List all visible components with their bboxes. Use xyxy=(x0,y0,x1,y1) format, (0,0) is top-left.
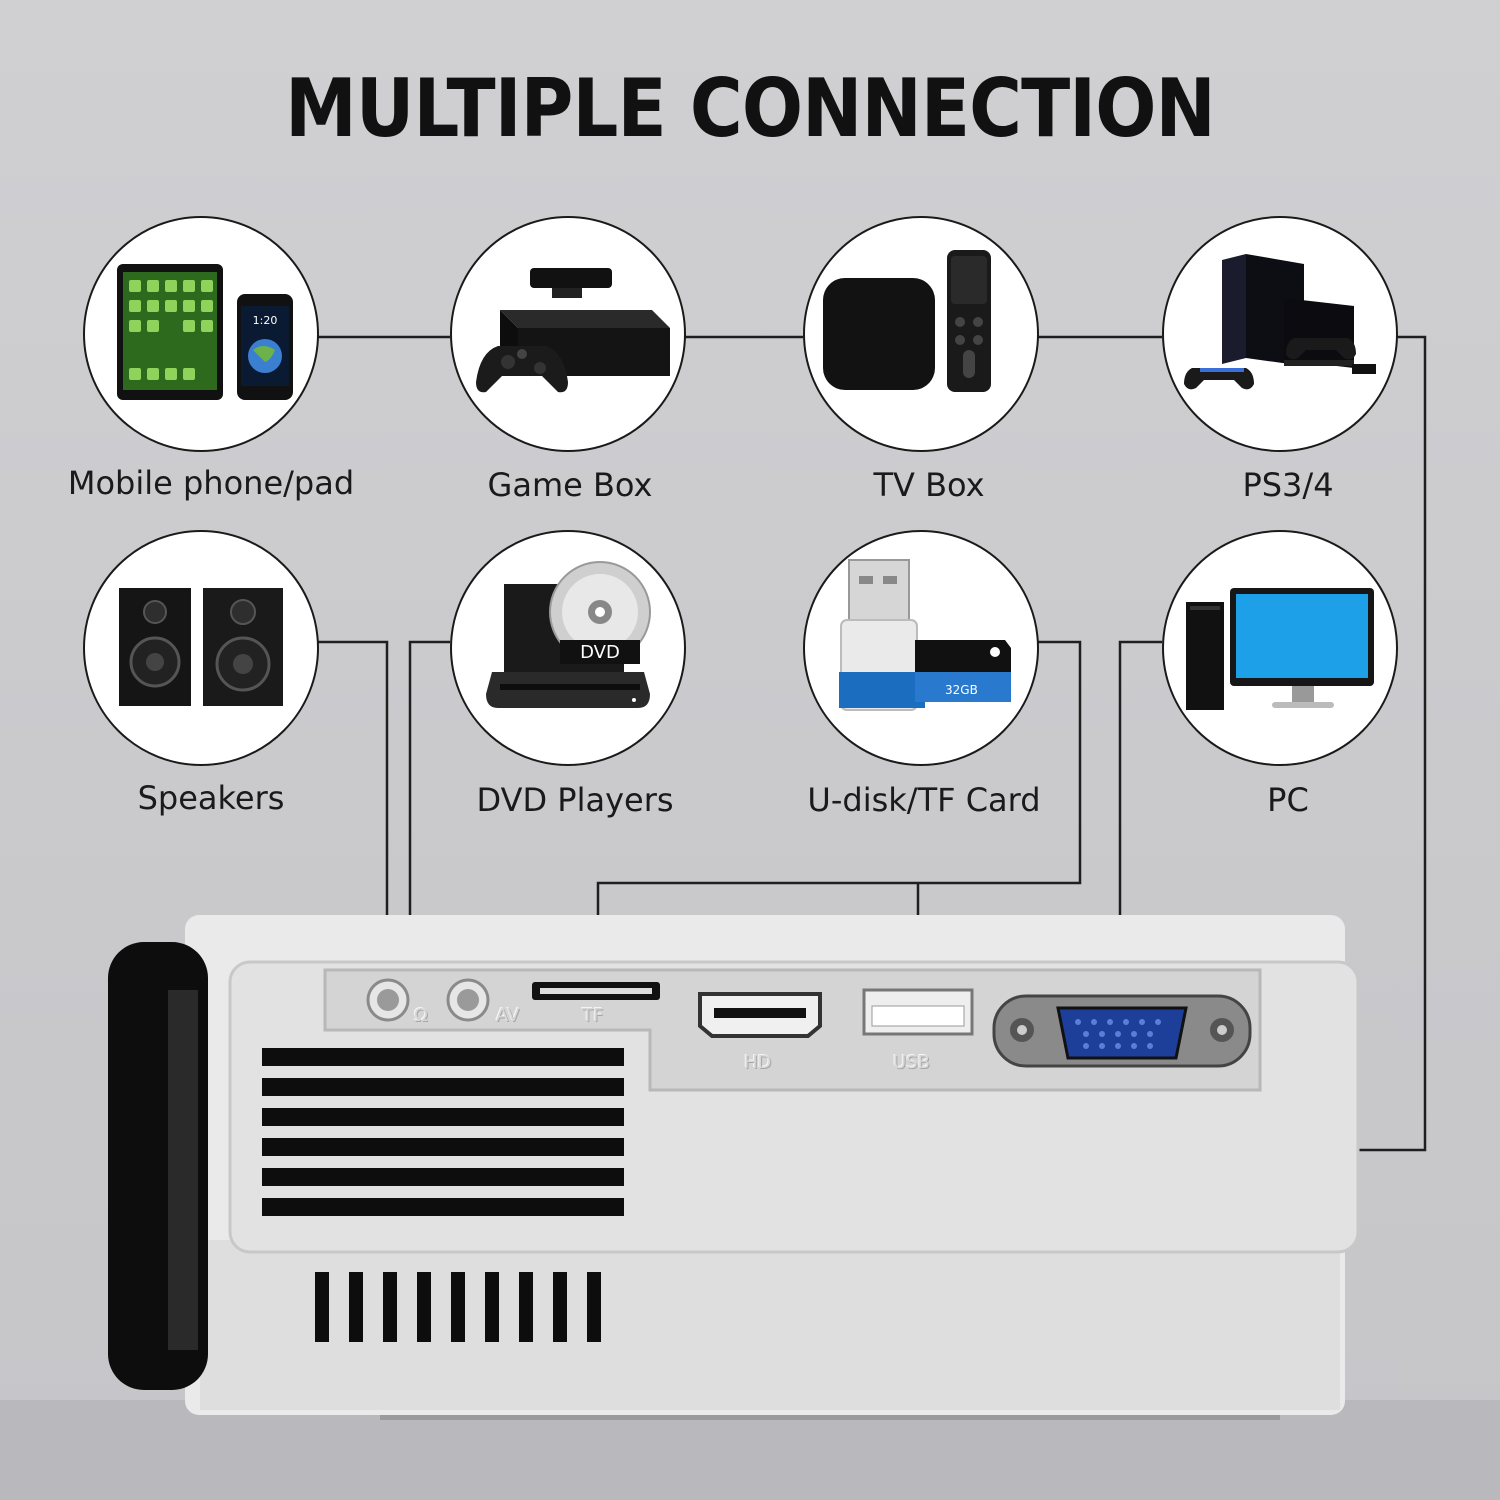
svg-text:DVD: DVD xyxy=(580,642,620,663)
svg-text:1:20: 1:20 xyxy=(253,314,278,327)
game-box-label: Game Box xyxy=(487,466,653,504)
usb-sd-card-icon: 32GB xyxy=(839,559,1011,711)
page-title: MULTIPLE CONNECTION xyxy=(285,62,1216,155)
game-console-icon xyxy=(476,268,670,393)
pc-circle xyxy=(1162,530,1398,766)
u-disk-tf-card-label: U-disk/TF Card xyxy=(807,781,1041,819)
svg-text:32GB: 32GB xyxy=(945,683,978,697)
mobile-phone-tablet-icon: 1:20 xyxy=(117,264,293,400)
tf-port-label: TF xyxy=(582,1005,604,1026)
ps3-4-label: PS3/4 xyxy=(1242,466,1334,504)
usb-port-label: USB xyxy=(893,1052,930,1073)
dvd-players-circle: DVD xyxy=(450,530,686,766)
u-disk-tf-card-circle: 32GB xyxy=(803,530,1039,766)
game-box-circle xyxy=(450,216,686,452)
playstation-icon xyxy=(1184,254,1376,390)
ps3-4-circle xyxy=(1162,216,1398,452)
mobile-phone-pad-circle: 1:20 xyxy=(83,216,319,452)
speakers-icon xyxy=(119,588,283,706)
audio-port-label: Ω xyxy=(414,1005,428,1026)
speakers-circle xyxy=(83,530,319,766)
computer-monitor-icon xyxy=(1186,588,1374,710)
pc-label: PC xyxy=(1267,781,1309,819)
tv-box-remote-icon xyxy=(823,250,991,392)
tv-box-label: TV Box xyxy=(873,466,985,504)
av-port-label: AV xyxy=(496,1005,520,1026)
speakers-label: Speakers xyxy=(137,779,285,817)
dvd-players-label: DVD Players xyxy=(476,781,674,819)
mobile-phone-pad-label: Mobile phone/pad xyxy=(67,464,355,502)
dvd-player-icon: DVD xyxy=(486,561,651,708)
tv-box-circle xyxy=(803,216,1039,452)
hd-port-label: HD xyxy=(744,1052,772,1073)
